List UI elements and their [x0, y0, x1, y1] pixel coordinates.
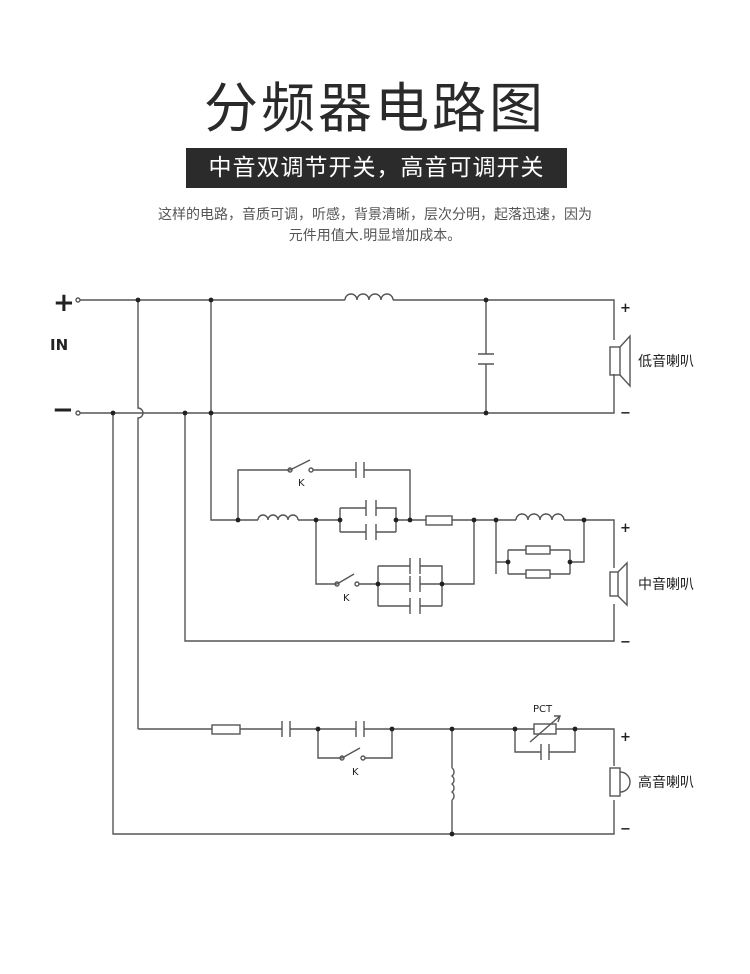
bass-minus-label: − — [620, 406, 631, 421]
page-title: 分频器电路图 — [204, 77, 546, 140]
tweeter-resistor — [211, 724, 241, 735]
trunk-wires — [112, 300, 615, 835]
mid-resistor-3 — [525, 569, 551, 579]
input-plus-terminal — [75, 297, 81, 303]
input-in-label: IN — [50, 336, 68, 354]
bass-inductor — [344, 293, 394, 301]
tweeter-speaker-label: 高音喇叭 — [638, 774, 694, 791]
input-terminals: + IN − — [50, 288, 81, 425]
mid-resistor-1 — [425, 515, 453, 526]
mid-switch-2 — [336, 573, 355, 585]
mid-inductor-1 — [257, 514, 299, 521]
description-line-1: 这样的电路，音质可调，听感，背景清晰，层次分明，起落迅速，因为 — [158, 207, 592, 223]
mid-speaker-icon — [609, 561, 628, 607]
midrange-section: K K + — [237, 459, 694, 650]
bass-capacitor — [478, 300, 494, 413]
mid-speaker-label: 中音喇叭 — [638, 576, 694, 593]
subtitle-banner: 中音双调节开关，高音可调开关 — [186, 148, 567, 188]
mid-minus-label: − — [620, 635, 631, 650]
tweeter-shunt-inductor — [450, 767, 455, 801]
mid-capacitor-bank — [377, 558, 443, 614]
tweeter-switch — [341, 747, 361, 759]
bass-plus-label: + — [620, 301, 631, 316]
tweeter-switch-label: K — [352, 767, 359, 778]
mid-resistor-2 — [525, 545, 551, 555]
tweeter-section: K PCT + − 高音喇叭 — [211, 704, 694, 837]
description-line-2: 元件用值大.明显增加成本。 — [288, 228, 462, 244]
mid-capacitor-pair-1 — [339, 507, 397, 533]
tweeter-minus-label: − — [620, 822, 631, 837]
junction-dots — [110, 297, 587, 837]
input-plus-label: + — [53, 288, 75, 318]
mid-switch-1 — [289, 459, 311, 471]
tweeter-capacitor-1 — [240, 721, 356, 737]
input-minus-label: − — [52, 395, 74, 425]
bass-speaker-label: 低音喇叭 — [638, 353, 694, 370]
tweeter-speaker-icon — [609, 767, 631, 797]
mid-switch-2-label: K — [343, 593, 350, 604]
pct-thermistor — [533, 723, 557, 735]
mid-switch-1-label: K — [298, 478, 305, 489]
tweeter-capacitor-2 — [514, 729, 576, 760]
mid-inductor-2 — [515, 513, 565, 521]
description: 这样的电路，音质可调，听感，背景清晰，层次分明，起落迅速，因为 元件用值大.明显… — [90, 205, 660, 247]
input-minus-terminal — [75, 410, 81, 416]
mid-plus-label: + — [620, 521, 631, 536]
bass-speaker-icon — [609, 334, 631, 388]
bass-section: + − 低音喇叭 — [80, 293, 694, 421]
pct-label: PCT — [533, 704, 553, 715]
tweeter-plus-label: + — [620, 730, 631, 745]
